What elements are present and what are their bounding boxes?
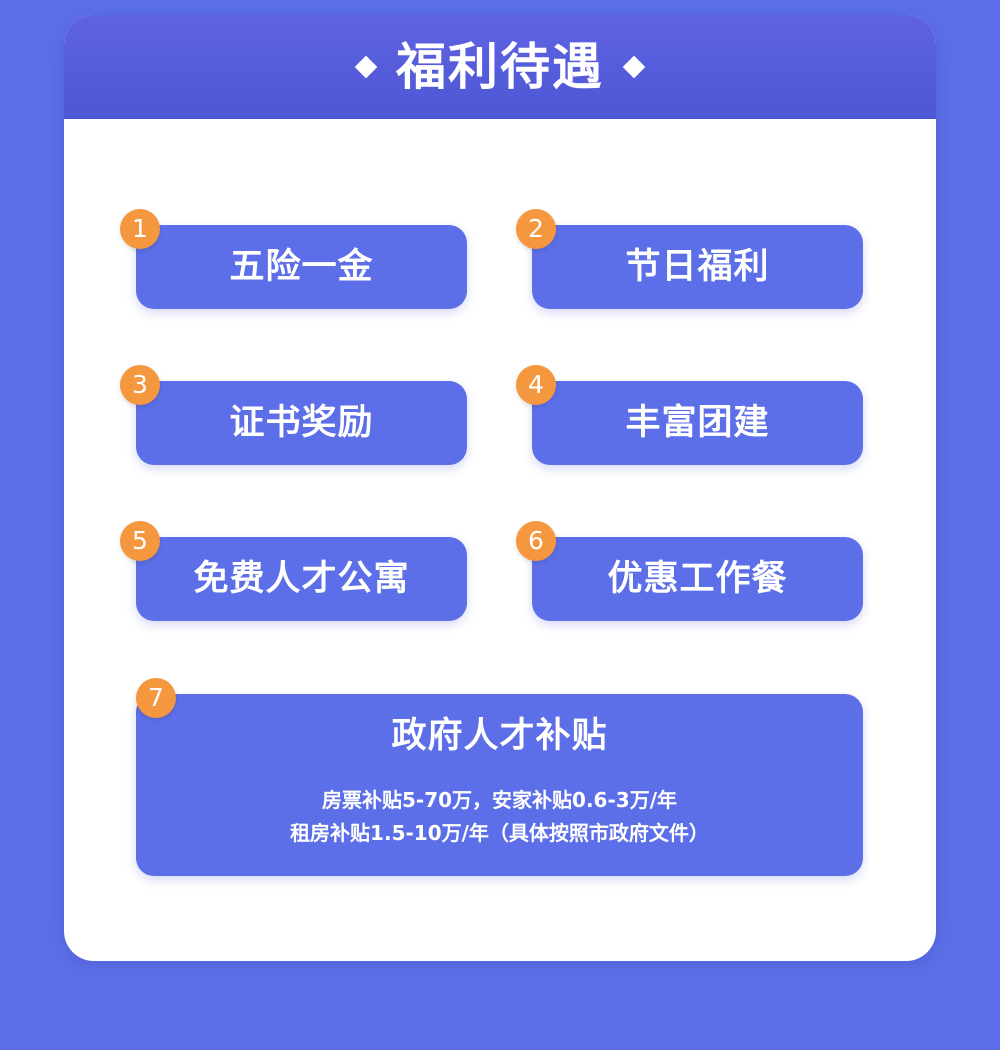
benefit-label: 优惠工作餐	[607, 558, 788, 599]
subsidy-line-2: 租房补贴1.5-10万/年（具体按照市政府文件）	[290, 821, 709, 845]
benefit-label: 免费人才公寓	[193, 558, 410, 599]
benefit-label: 证书奖励	[229, 402, 374, 443]
number-badge: 3	[120, 365, 160, 405]
number-badge: 5	[120, 521, 160, 561]
number-badge: 4	[516, 365, 556, 405]
benefit-label: 丰富团建	[625, 402, 770, 443]
benefit-item-4: 4 丰富团建	[516, 365, 863, 465]
diamond-left-icon	[354, 55, 378, 79]
card-header: 福利待遇	[64, 15, 936, 119]
benefit-item-2: 2 节日福利	[516, 209, 863, 309]
number-badge: 2	[516, 209, 556, 249]
benefit-item-3: 3 证书奖励	[120, 365, 467, 465]
benefit-item-5: 5 免费人才公寓	[120, 521, 467, 621]
benefit-label: 节日福利	[625, 246, 770, 287]
subsidy-title: 政府人才补贴	[391, 716, 608, 756]
benefit-label: 五险一金	[229, 246, 374, 287]
number-badge: 1	[120, 209, 160, 249]
benefit-item-6: 6 优惠工作餐	[516, 521, 863, 621]
subsidy-line-1: 房票补贴5-70万，安家补贴0.6-3万/年	[322, 788, 677, 812]
benefit-item-1: 1 五险一金	[120, 209, 467, 309]
number-badge: 6	[516, 521, 556, 561]
subsidy-item: 7 政府人才补贴 房票补贴5-70万，安家补贴0.6-3万/年 租房补贴1.5-…	[136, 678, 863, 876]
diamond-right-icon	[622, 55, 646, 79]
number-badge: 7	[136, 678, 176, 718]
benefits-card: 福利待遇 1 五险一金 2 节日福利 3 证书奖励 4 丰富团建 5 免费人才公…	[64, 15, 936, 961]
card-title: 福利待遇	[396, 38, 604, 96]
